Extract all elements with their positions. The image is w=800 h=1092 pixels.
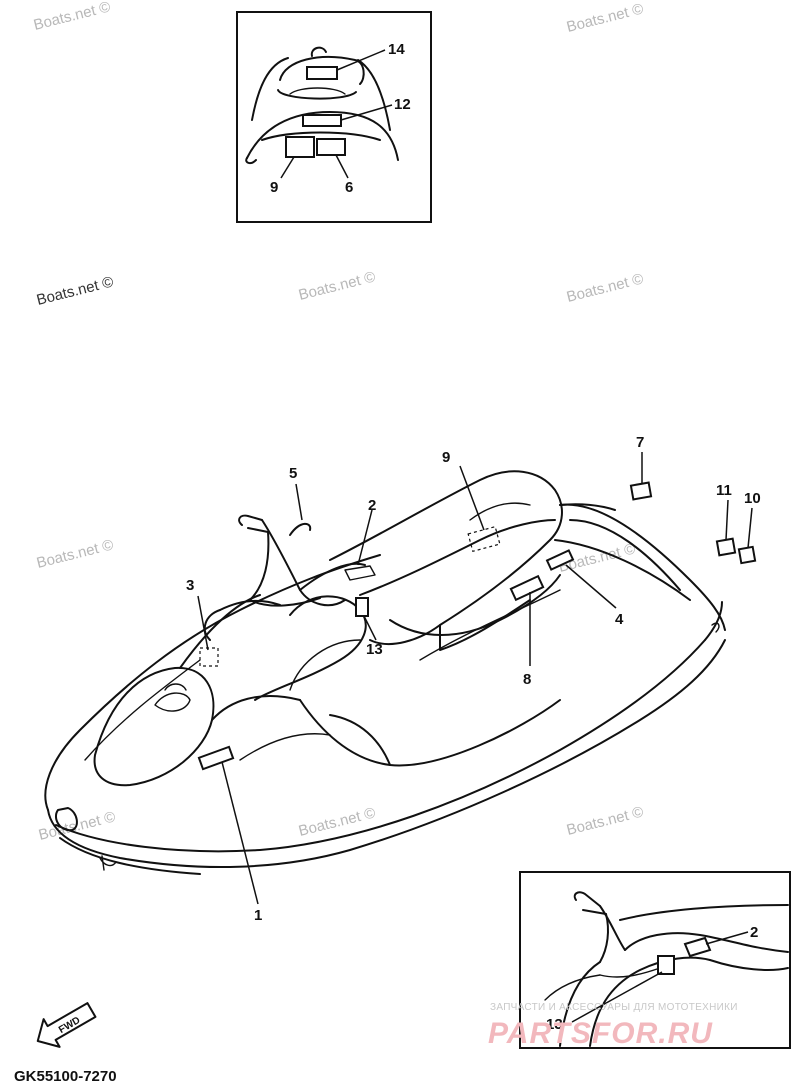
callout-5: 5 — [289, 465, 297, 482]
decal-4 — [545, 549, 575, 571]
callout-6: 6 — [345, 179, 353, 196]
watermark: Boats.net © — [297, 804, 377, 840]
callout-3: 3 — [186, 577, 194, 594]
decal-9-seat — [467, 525, 501, 553]
watermark: Boats.net © — [565, 0, 645, 36]
decal-1 — [197, 745, 235, 771]
inset-decal-2 — [683, 936, 712, 958]
bottom-inset: 2 13 — [519, 871, 791, 1049]
callout-4: 4 — [615, 611, 624, 628]
callout-9: 9 — [270, 179, 278, 196]
decal-11 — [715, 537, 737, 557]
callout-9: 9 — [442, 449, 450, 466]
watermark: Boats.net © — [32, 0, 112, 34]
callout-1: 1 — [254, 907, 262, 924]
callout-12: 12 — [394, 96, 411, 113]
watermark: Boats.net © — [35, 536, 115, 572]
callout-10: 10 — [744, 490, 761, 507]
watermark: Boats.net © — [565, 803, 645, 839]
decal-13 — [355, 597, 369, 617]
label-14 — [306, 66, 338, 80]
part-code: GK55100-7270 — [14, 1068, 117, 1085]
decal-7 — [629, 481, 653, 501]
inset-callout-13: 13 — [546, 1016, 563, 1033]
top-inset: 14 12 9 6 — [236, 11, 432, 223]
watermark: Boats.net © — [565, 270, 645, 306]
inset-callout-2: 2 — [750, 924, 758, 941]
label-6 — [316, 138, 346, 156]
label-12 — [302, 114, 342, 127]
shop-tagline: ЗАПЧАСТИ И АКСЕССУАРЫ ДЛЯ МОТОТЕХНИКИ — [490, 1002, 738, 1013]
fwd-arrow-icon: FWD — [36, 1002, 97, 1048]
watermark: Boats.net © — [35, 273, 115, 309]
inset-decal-13 — [657, 955, 675, 975]
callout-14: 14 — [388, 41, 405, 58]
label-9 — [285, 136, 315, 158]
callout-11: 11 — [716, 482, 732, 499]
watercraft-main: 1 2 3 4 5 7 8 9 10 11 13 — [44, 434, 761, 924]
callout-7: 7 — [636, 434, 644, 451]
part-5-strap — [289, 522, 312, 536]
bottom-inset-frame — [519, 871, 791, 1049]
watermark: Boats.net © — [297, 268, 377, 304]
decal-3 — [199, 647, 219, 667]
decal-10 — [737, 545, 757, 565]
callout-2: 2 — [368, 497, 376, 514]
decal-2 — [344, 565, 376, 581]
callout-13: 13 — [366, 641, 383, 658]
top-inset-frame — [236, 11, 432, 223]
callout-8: 8 — [523, 671, 531, 688]
shop-logo: PARTSFOR.RU — [488, 1017, 713, 1050]
